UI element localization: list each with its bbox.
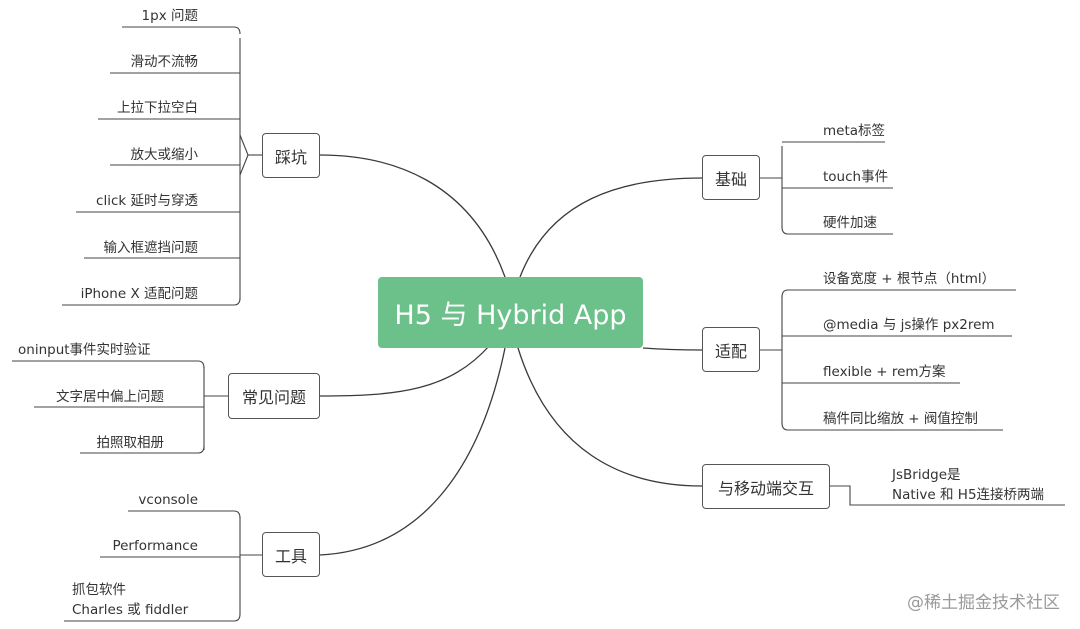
connector-shipei <box>642 347 703 351</box>
branch-jiaohu[interactable]: 与移动端交互 <box>702 464 830 509</box>
leaf-gongju-1: vconsole <box>138 492 198 508</box>
leaf-gongju-3-line1: 抓包软件 <box>72 582 126 598</box>
leaf-changjian-2: 文字居中偏上问题 <box>56 389 164 405</box>
leaf-caikeng-6: 输入框遮挡问题 <box>103 240 199 256</box>
leaf-gongju-2: Performance <box>112 538 198 554</box>
leaf-caikeng-4: 放大或缩小 <box>130 147 199 163</box>
branch-changjian[interactable]: 常见问题 <box>228 373 320 419</box>
leaf-changjian-3: 拍照取相册 <box>96 435 165 451</box>
leaf-changjian-1: oninput事件实时验证 <box>18 342 151 358</box>
branch-gongju[interactable]: 工具 <box>262 532 320 577</box>
leaf-caikeng-7: iPhone X 适配问题 <box>80 286 198 302</box>
leaf-shipei-2: @media 与 js操作 px2rem <box>823 317 995 333</box>
leaf-shipei-1: 设备宽度 + 根节点（html） <box>823 271 996 287</box>
leaf-jichu-3: 硬件加速 <box>823 215 877 231</box>
connector-caikeng <box>319 154 506 278</box>
connector-jichu <box>519 177 703 278</box>
leaf-jichu-2: touch事件 <box>823 169 889 185</box>
watermark: @稀土掘金技术社区 <box>907 593 1060 613</box>
leaf-jichu-1: meta标签 <box>823 123 886 139</box>
branch-shipei[interactable]: 适配 <box>702 327 760 372</box>
leaf-caikeng-2: 滑动不流畅 <box>130 54 199 70</box>
central-topic[interactable]: H5 与 Hybrid App <box>378 277 643 348</box>
connector-gongju <box>319 347 506 556</box>
connector-changjian <box>319 344 491 397</box>
leaf-caikeng-5: click 延时与穿透 <box>96 193 198 209</box>
leaf-jiaohu-1-line2: Native 和 H5连接桥两端 <box>892 487 1045 503</box>
leaf-caikeng-1: 1px 问题 <box>141 8 198 24</box>
leaf-shipei-4: 稿件同比缩放 + 阀值控制 <box>823 411 978 427</box>
leaf-shipei-3: flexible + rem方案 <box>823 364 946 380</box>
leaf-caikeng-3: 上拉下拉空白 <box>117 100 198 116</box>
branch-caikeng[interactable]: 踩坑 <box>262 133 320 178</box>
leaf-gongju-3-line2: Charles 或 fiddler <box>72 602 189 618</box>
branch-jichu[interactable]: 基础 <box>702 155 760 200</box>
leaf-jiaohu-1: JsBridge是 Native 和 H5连接桥两端 <box>892 465 1044 505</box>
leaf-gongju-3: 抓包软件 Charles 或 fiddler <box>72 580 188 620</box>
connector-jiaohu <box>517 347 703 487</box>
leaf-jiaohu-1-line1: JsBridge是 <box>892 467 961 483</box>
